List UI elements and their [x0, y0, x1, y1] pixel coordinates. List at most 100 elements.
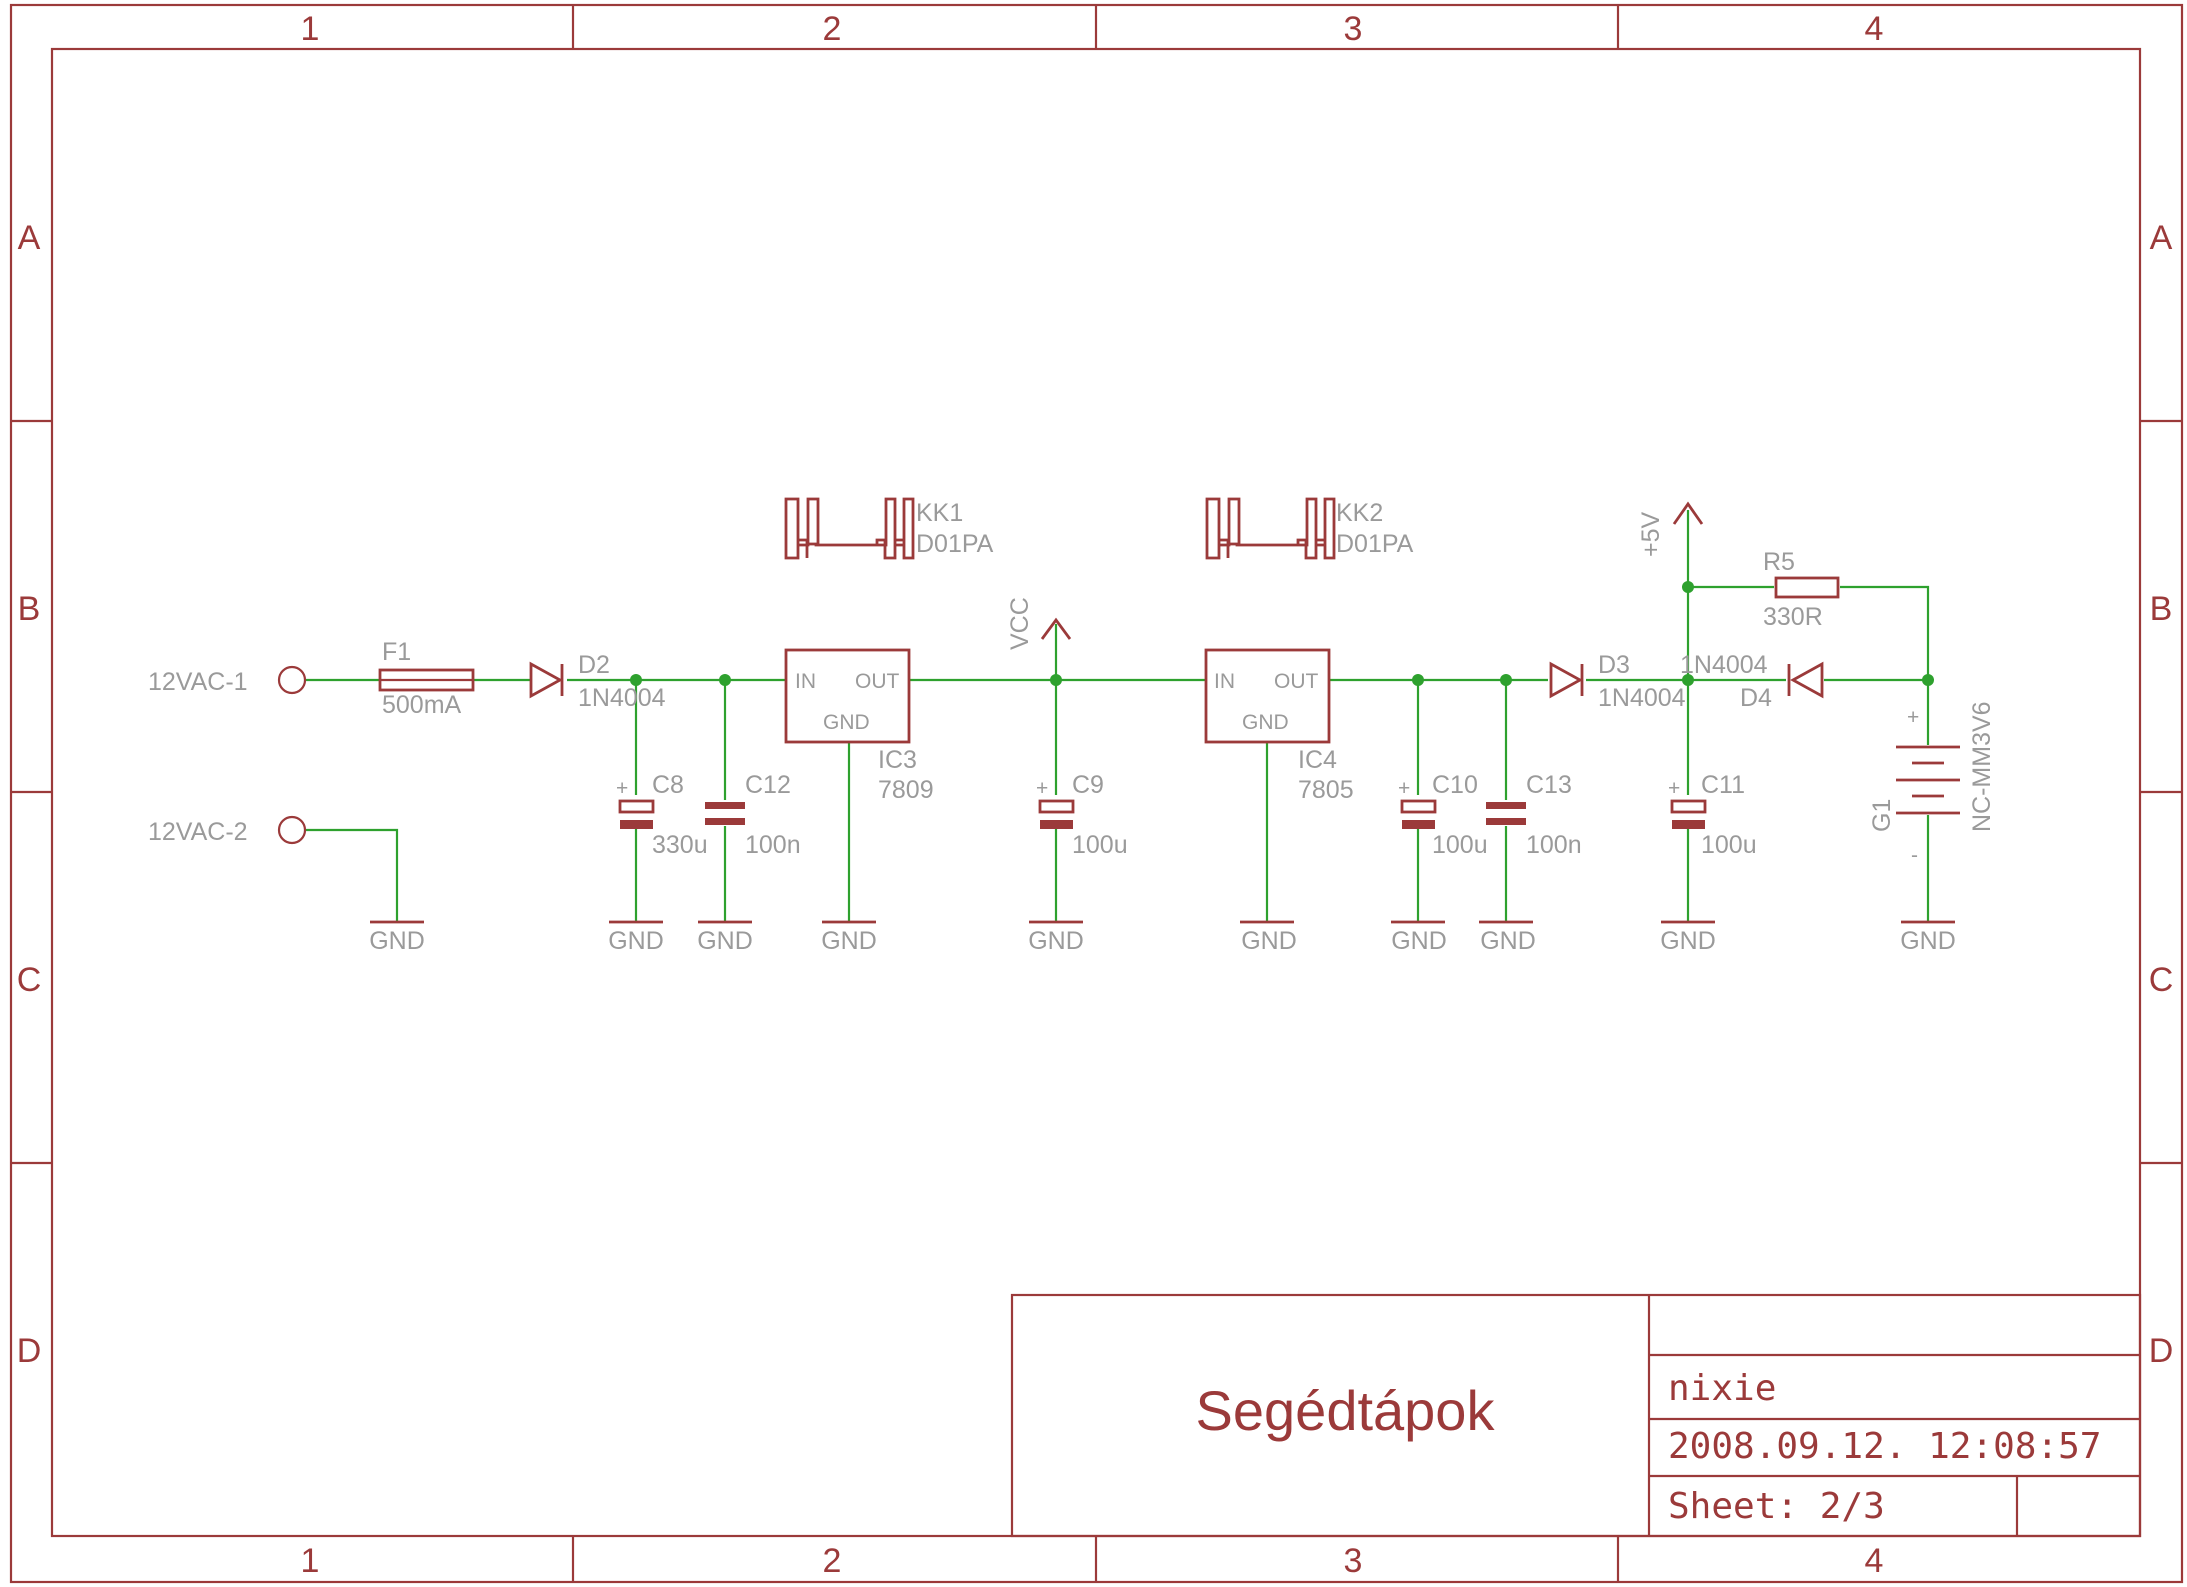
- gnd-symbol: GND: [821, 920, 877, 955]
- diode-value: 1N4004: [1680, 651, 1768, 679]
- svg-text:GND: GND: [1480, 927, 1536, 955]
- pin-gnd-label: GND: [823, 711, 870, 734]
- gnd-symbol: GND: [369, 920, 425, 955]
- regulator-ic4: IN OUT GND IC4 7805: [1204, 648, 1354, 804]
- heatsink-kk1: KK1 D01PA: [784, 497, 994, 560]
- supply-5v-label: +5V: [1637, 511, 1665, 557]
- svg-text:GND: GND: [697, 927, 753, 955]
- capacitor-ref: C12: [745, 771, 791, 799]
- gnd-symbol: GND: [1660, 920, 1716, 955]
- gnd-symbol: GND: [608, 920, 664, 955]
- svg-text:GND: GND: [369, 927, 425, 955]
- pin-in-label: IN: [1214, 670, 1235, 693]
- polarity-plus-icon: +: [1398, 777, 1410, 800]
- zone-col-label: 1: [301, 1542, 320, 1580]
- zone-row-label: D: [17, 1332, 42, 1370]
- junctions: [630, 581, 1934, 686]
- capacitor-value: 100u: [1072, 831, 1128, 859]
- battery-plus-label: +: [1907, 706, 1919, 729]
- zone-col-label: 4: [1865, 10, 1884, 48]
- regulator-ic3: IN OUT GND IC3 7809: [784, 648, 934, 804]
- polarity-plus-icon: +: [1668, 777, 1680, 800]
- regulator-value: 7809: [878, 776, 934, 804]
- zone-row-label: B: [18, 590, 41, 628]
- zone-row-label: A: [18, 219, 41, 257]
- pin-out-label: OUT: [855, 670, 900, 693]
- diode-value: 1N4004: [578, 684, 666, 712]
- supply-vcc: VCC: [1006, 597, 1072, 650]
- battery-ref: G1: [1868, 799, 1896, 832]
- heatsink-value: D01PA: [916, 530, 994, 558]
- svg-text:GND: GND: [1900, 927, 1956, 955]
- capacitor-ref: C8: [652, 771, 684, 799]
- zone-col-label: 3: [1344, 1542, 1363, 1580]
- gnd-symbol: GND: [1391, 920, 1447, 955]
- zone-row-label: D: [2149, 1332, 2174, 1370]
- sheet-number: Sheet: 2/3: [1668, 1486, 1885, 1527]
- svg-text:GND: GND: [1241, 927, 1297, 955]
- diode-d4: 1N4004 D4: [1680, 651, 1824, 712]
- svg-text:GND: GND: [821, 927, 877, 955]
- capacitor-ref: C13: [1526, 771, 1572, 799]
- gnd-symbols: GND GND GND GND GND GND GND GND: [369, 920, 1956, 955]
- zone-col-label: 2: [823, 1542, 842, 1580]
- polarity-plus-icon: +: [616, 777, 628, 800]
- connector-label: 12VAC-1: [148, 668, 248, 696]
- battery-minus-label: -: [1911, 844, 1918, 867]
- capacitor-c13: C13 100n: [1486, 771, 1582, 859]
- gnd-symbol: GND: [1240, 920, 1297, 955]
- connector-label: 12VAC-2: [148, 818, 248, 846]
- zone-col-label: 3: [1344, 10, 1363, 48]
- pin-gnd-label: GND: [1242, 711, 1289, 734]
- title-block: Segédtápok nixie 2008.09.12. 12:08:57 Sh…: [1010, 1293, 2142, 1538]
- drawing-title: Segédtápok: [1196, 1379, 1496, 1442]
- capacitor-value: 100u: [1701, 831, 1757, 859]
- zone-col-label: 1: [301, 10, 320, 48]
- svg-text:GND: GND: [1391, 927, 1447, 955]
- zone-col-label: 2: [823, 10, 842, 48]
- gnd-symbol: GND: [1479, 920, 1536, 955]
- zone-col-label: 4: [1865, 1542, 1884, 1580]
- diode-value: 1N4004: [1598, 684, 1686, 712]
- fuse-f1: F1 500mA: [378, 638, 475, 719]
- gnd-symbol: GND: [1900, 920, 1956, 955]
- heatsink-ref: KK2: [1336, 499, 1383, 527]
- diode-ref: D3: [1598, 651, 1630, 679]
- zone-row-label: C: [2149, 961, 2174, 999]
- zone-row-label: C: [17, 961, 42, 999]
- capacitor-value: 100n: [745, 831, 801, 859]
- capacitor-value: 330u: [652, 831, 708, 859]
- connector-12vac-2: 12VAC-2: [148, 815, 307, 846]
- capacitor-c9: + C9 100u: [1036, 771, 1128, 859]
- polarity-plus-icon: +: [1036, 777, 1048, 800]
- capacitor-c12: C12 100n: [705, 771, 801, 859]
- heatsink-ref: KK1: [916, 499, 963, 527]
- capacitor-ref: C9: [1072, 771, 1104, 799]
- pin-out-label: OUT: [1274, 670, 1319, 693]
- svg-text:GND: GND: [1660, 927, 1716, 955]
- resistor-ref: R5: [1763, 548, 1795, 576]
- resistor-value: 330R: [1763, 603, 1823, 631]
- regulator-ref: IC3: [878, 746, 917, 774]
- battery-value: NC-MM3V6: [1968, 701, 1996, 832]
- zone-row-label: B: [2150, 590, 2173, 628]
- zone-row-label: A: [2150, 219, 2173, 257]
- capacitor-ref: C10: [1432, 771, 1478, 799]
- capacitor-ref: C11: [1701, 771, 1745, 799]
- fuse-ref: F1: [382, 638, 411, 666]
- diode-ref: D2: [578, 651, 610, 679]
- connector-12vac-1: 12VAC-1: [148, 665, 307, 696]
- diode-d2: D2 1N4004: [529, 651, 666, 712]
- zone-labels: 1 2 3 4 1 2 3 4 A B C D A B C D: [17, 10, 2174, 1580]
- supply-vcc-label: VCC: [1006, 597, 1034, 650]
- diode-d3: D3 1N4004: [1549, 651, 1686, 712]
- capacitor-c8: + C8 330u: [616, 771, 708, 859]
- capacitor-c11: + C11 100u: [1668, 771, 1757, 859]
- heatsink-kk2: KK2 D01PA: [1205, 497, 1414, 560]
- capacitor-value: 100u: [1432, 831, 1488, 859]
- project-name: nixie: [1668, 1368, 1776, 1409]
- pin-in-label: IN: [795, 670, 816, 693]
- gnd-symbol: GND: [697, 920, 753, 955]
- svg-text:GND: GND: [1028, 927, 1084, 955]
